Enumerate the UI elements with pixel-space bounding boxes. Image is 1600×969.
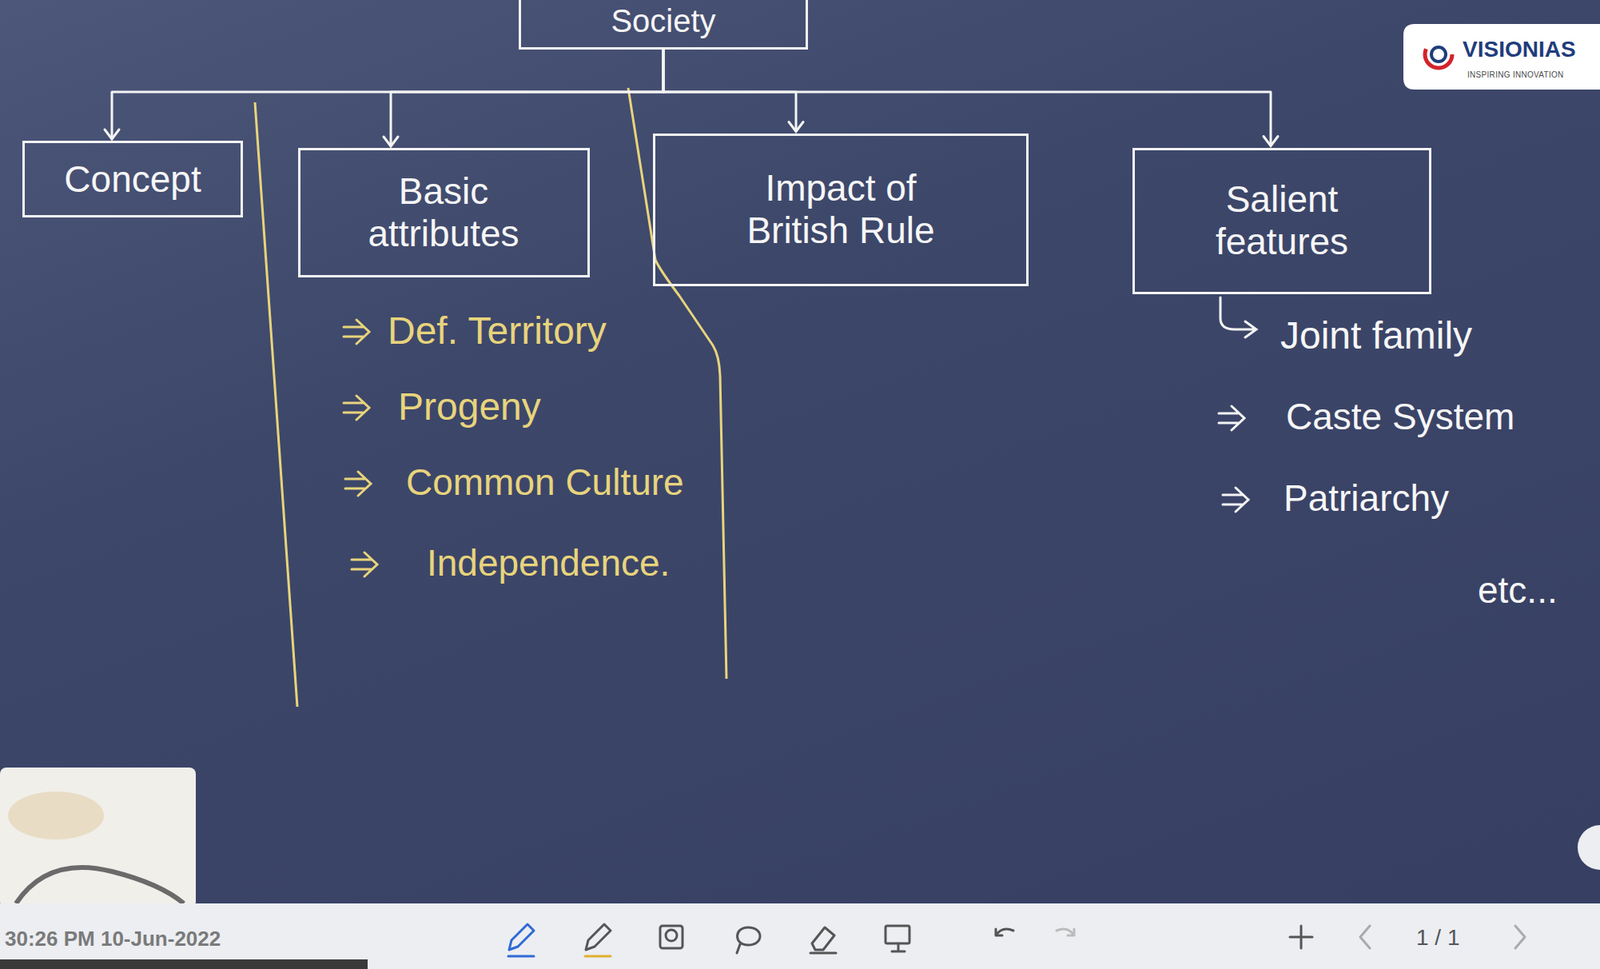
hook-arrow	[1220, 297, 1257, 338]
pencil-icon	[585, 923, 611, 950]
logo-text: VISIONIAS	[1462, 35, 1577, 64]
divider-bracket	[628, 87, 727, 679]
logo-swirl	[1431, 47, 1446, 62]
attribute-item: Def. Territory	[387, 307, 607, 355]
implies-arrow	[1222, 487, 1249, 512]
topic-box: Concept	[22, 140, 243, 218]
logo-panel	[1403, 23, 1600, 90]
next-page-icon	[1515, 925, 1525, 948]
branch-arrow	[663, 49, 1271, 147]
feature-item: Joint family	[1280, 312, 1473, 359]
lasso-icon	[736, 927, 761, 953]
feature-arrows	[1218, 297, 1257, 512]
topic-box: Salient features	[1132, 147, 1432, 295]
timestamp: 30:26 PM 10-Jun-2022	[4, 926, 221, 952]
webcam-cup	[15, 867, 184, 904]
topic-box: Society	[518, 0, 808, 50]
implies-arrow	[343, 319, 370, 344]
screen-stand	[891, 943, 905, 952]
box-title: Society	[610, 2, 716, 40]
branch-arrow	[390, 49, 664, 147]
implies-arrow	[343, 395, 370, 420]
implies-arrow	[1218, 405, 1245, 430]
pen-underline	[508, 955, 534, 958]
page-counter: 1 / 1	[1416, 923, 1460, 952]
feature-etc: etc...	[1477, 568, 1558, 613]
logo-tagline: INSPIRING INNOVATION	[1467, 70, 1565, 80]
branch-arrow	[111, 49, 664, 140]
logo-swirl	[1424, 40, 1453, 68]
box-title: Basic attributes	[339, 170, 548, 255]
shape-icon-circle	[665, 929, 677, 941]
undo-icon	[995, 928, 1014, 936]
box-title: Impact of British Rule	[720, 167, 961, 252]
topic-box: Basic attributes	[298, 147, 590, 278]
screen-icon	[885, 925, 910, 944]
toolbar-strip	[0, 959, 368, 969]
feature-item: Patriarchy	[1283, 476, 1449, 521]
topic-box: Impact of British Rule	[652, 133, 1029, 287]
toolbar-icons	[508, 923, 1525, 956]
add-page-icon	[1289, 925, 1313, 948]
implies-arrows	[343, 319, 378, 577]
box-title: Concept	[63, 158, 201, 201]
attribute-item: Progeny	[398, 383, 542, 430]
attribute-item: Independence.	[426, 541, 670, 586]
webcam-thumbnail	[0, 767, 196, 908]
shape-icon	[660, 925, 683, 948]
pencil-underline	[585, 955, 611, 958]
divider-line	[254, 102, 298, 707]
prev-page-icon	[1360, 925, 1370, 948]
attribute-item: Common Culture	[405, 460, 685, 505]
pen-icon	[509, 923, 534, 950]
toolbar	[0, 903, 1600, 969]
branch-arrow	[663, 49, 797, 132]
webcam-blur	[7, 791, 104, 840]
side-button	[1577, 824, 1600, 870]
implies-arrow	[345, 471, 371, 496]
feature-item: Caste System	[1285, 394, 1515, 439]
implies-arrow	[351, 552, 378, 577]
eraser-icon	[810, 927, 836, 953]
redo-icon	[1056, 928, 1075, 936]
box-title: Salient features	[1162, 178, 1402, 263]
